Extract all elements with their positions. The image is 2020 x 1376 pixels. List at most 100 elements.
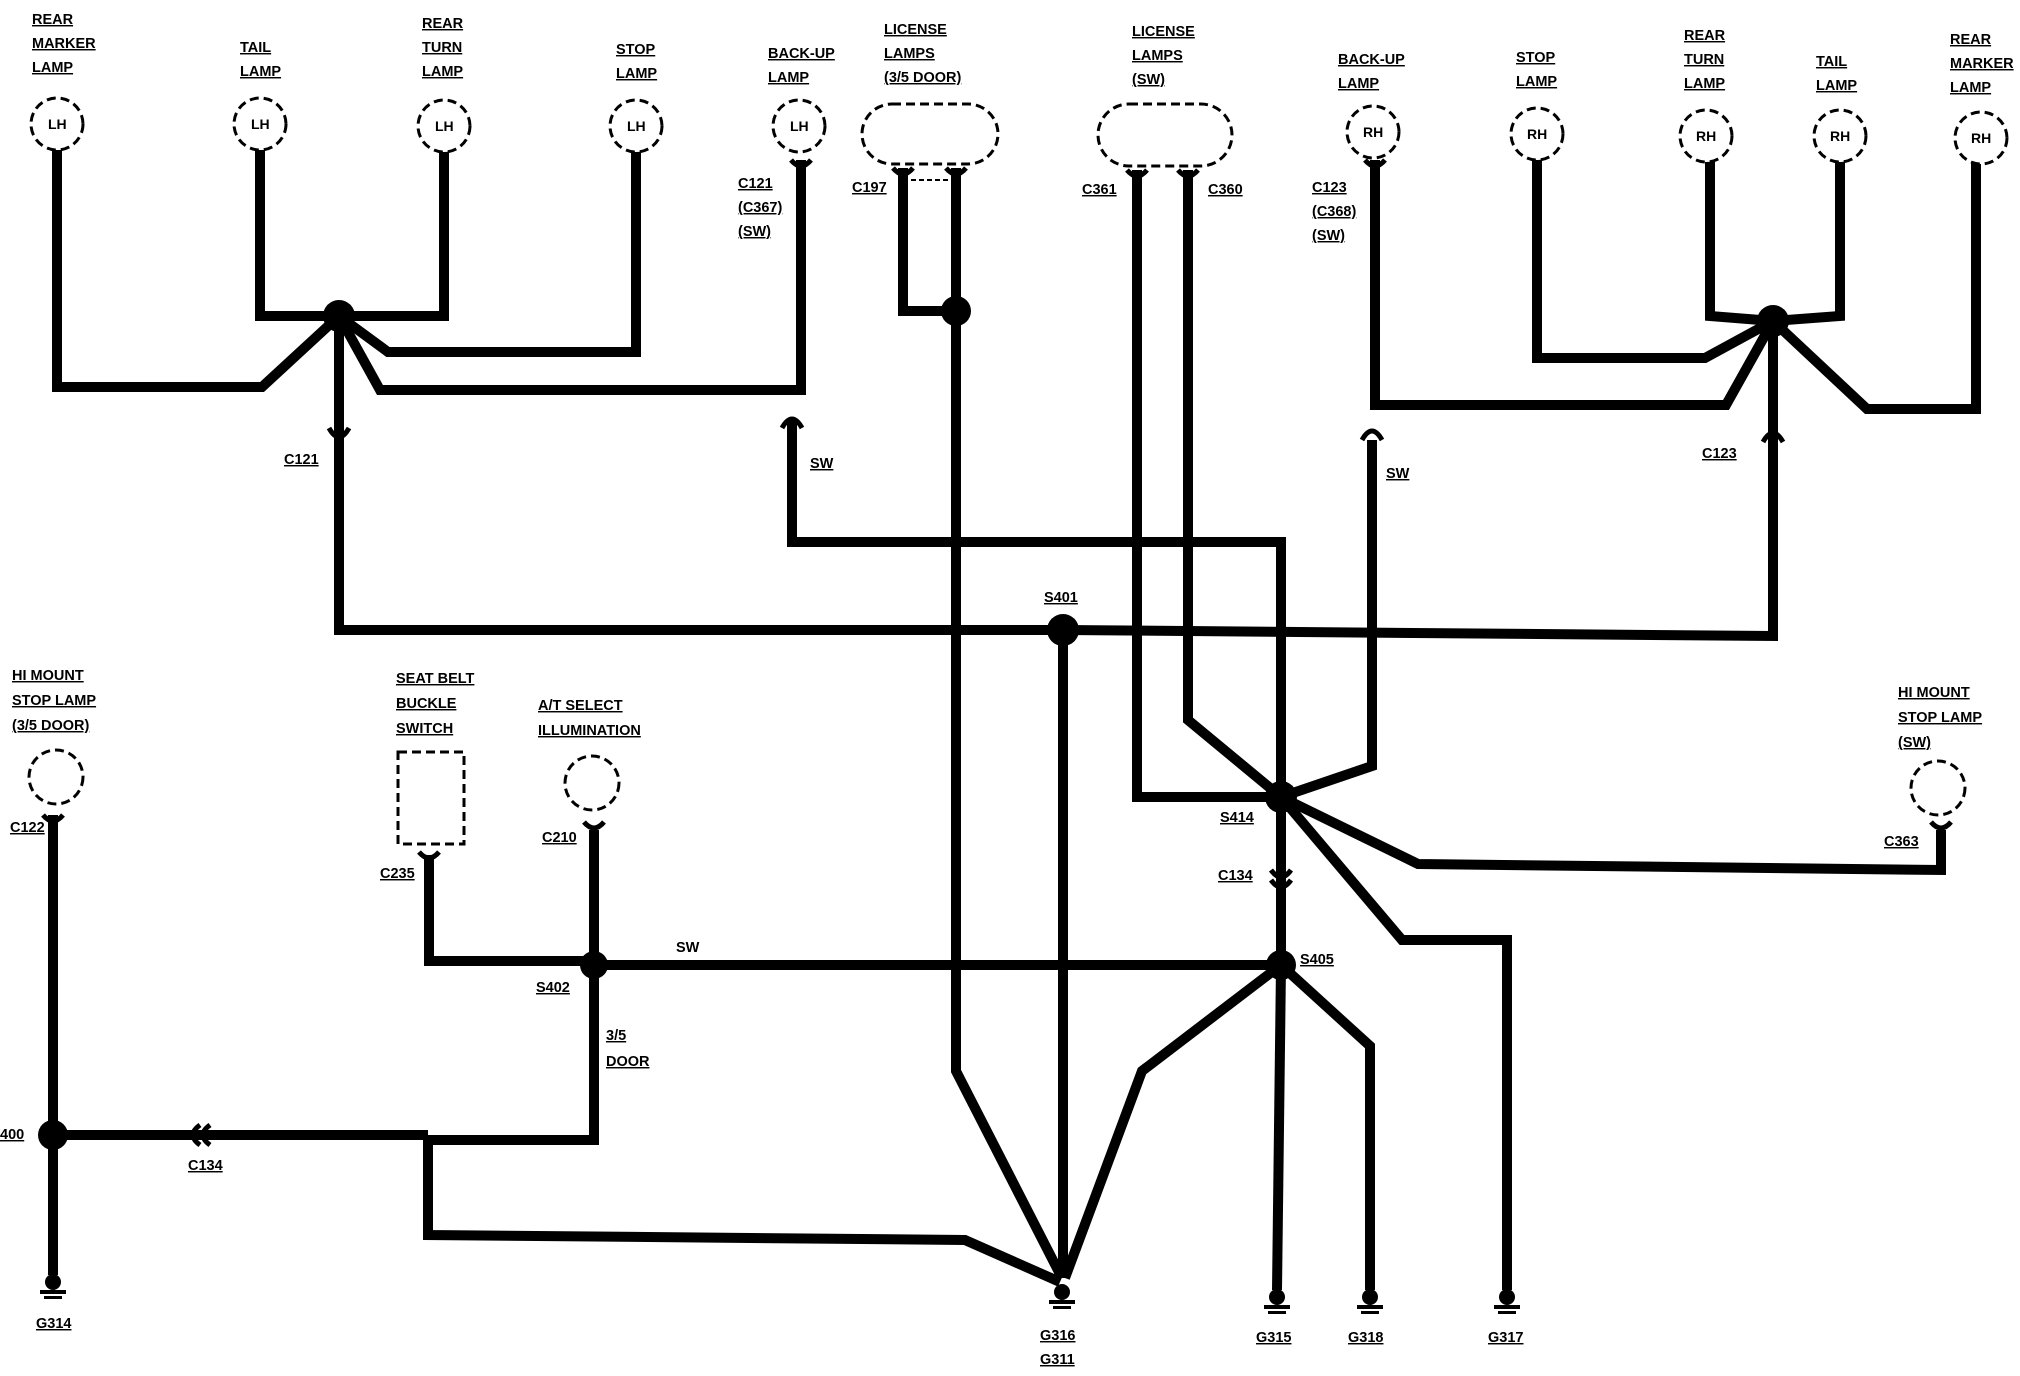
lamp-rear-turn-lh <box>416 98 472 154</box>
splice-right-cluster <box>1757 305 1789 337</box>
ground-g317-label: G317 <box>1488 1330 1523 1346</box>
wire-hi-mount-sw <box>1278 792 1946 876</box>
splice-license-35 <box>941 296 971 326</box>
lamp-backup-rh <box>1345 104 1401 160</box>
ground-labels: G314 G316 G311 G315 G318 G317 <box>36 1316 1523 1368</box>
wire-seat-belt <box>424 855 594 966</box>
connector-c235-label: C235 <box>380 866 415 882</box>
ground-g318-icon <box>1357 1289 1383 1314</box>
splice-s401-label: S401 <box>1044 590 1078 606</box>
wire-c121-to-s401 <box>334 316 1063 635</box>
wire-sw-backup-rh <box>1279 440 1377 802</box>
splice-left-cluster <box>323 300 355 332</box>
ground-g316-icon <box>1049 1284 1075 1309</box>
ground-g316-label: G316 <box>1040 1328 1075 1344</box>
connector-sw-right-mark <box>1359 428 1385 442</box>
lamp-backup-lh <box>771 98 827 154</box>
lamp-text-rh-1: RH <box>1363 124 1383 140</box>
connector-c123-mark <box>1760 430 1786 444</box>
connector-c122-label: C122 <box>10 820 45 836</box>
connector-c121-label: C121 <box>284 452 319 468</box>
splice-s400-label: 400 <box>0 1127 24 1143</box>
wire-stop-lh <box>336 150 641 357</box>
connector-c121-lh-mark <box>789 158 813 169</box>
connector-labels: C121(C367)(SW) C121 C197 C361 C360 C123(… <box>10 176 1919 1174</box>
splice-s400 <box>38 1120 68 1150</box>
connector-c134-mid-mark <box>1268 868 1294 890</box>
wire-rear-marker-rh <box>1769 150 1981 414</box>
grounds <box>40 1274 1520 1314</box>
wire-rear-marker-lh <box>52 150 343 392</box>
lamp-at-select <box>563 754 621 812</box>
connector-c235-mark <box>417 850 441 861</box>
connector-c197-label: C197 <box>852 180 887 196</box>
ground-g311-label: G311 <box>1040 1352 1075 1368</box>
connector-c210-mark <box>582 820 606 831</box>
splice-s401 <box>1047 614 1079 646</box>
note-sw-right: SW <box>1386 466 1410 482</box>
splice-s405-label: S405 <box>1300 952 1334 968</box>
lamp-tail-lh <box>232 96 288 152</box>
lamp-text-lh-4: LH <box>627 118 646 134</box>
wire-rear-turn-rh <box>1705 150 1774 326</box>
ground-g314-label: G314 <box>36 1316 71 1332</box>
connector-c363-mark <box>1929 820 1953 831</box>
wire-s414-g317 <box>1277 793 1512 1290</box>
connector-c121-mark <box>326 426 352 440</box>
connector-c360-label: C360 <box>1208 182 1243 198</box>
wire-s402-g316 <box>423 965 1063 1287</box>
connector-c197-mark <box>891 166 915 177</box>
splice-s414-label: S414 <box>1220 810 1254 826</box>
connector-marks <box>41 158 1953 1148</box>
connector-c363-label: C363 <box>1884 834 1919 850</box>
connector-c360-mark <box>1176 168 1200 179</box>
ground-g318-label: G318 <box>1348 1330 1383 1346</box>
connector-c123-label: C123 <box>1702 446 1737 462</box>
wire-sw-backup-lh <box>787 420 1286 797</box>
ground-g314-icon <box>40 1274 66 1299</box>
connector-c134-left-mark <box>190 1122 212 1148</box>
connector-c197b-mark <box>944 166 968 177</box>
wire-backup-rh <box>1370 160 1778 410</box>
wire-license-35-ground <box>951 311 1067 1281</box>
lamp-hi-mount-35 <box>27 748 85 806</box>
splice-dots <box>38 296 1789 1150</box>
lamp-text-rh-5: RH <box>1971 130 1991 146</box>
lamp-tail-rh <box>1812 108 1868 164</box>
wire-rear-turn-lh <box>339 150 449 321</box>
lamp-rear-marker-lh <box>29 96 85 152</box>
lamp-stop-lh <box>608 98 664 154</box>
ground-g315-icon <box>1264 1289 1290 1314</box>
lamp-text-lh-5: LH <box>790 118 809 134</box>
connector-c123-rh-mark <box>1363 158 1387 169</box>
lamp-stop-rh <box>1509 106 1565 162</box>
splice-labels: S401 S414 S405 S402 400 <box>0 590 1334 1143</box>
connector-c134-mid-label: C134 <box>1218 868 1253 884</box>
splice-s414 <box>1265 781 1297 813</box>
wire-backup-lh <box>334 160 806 395</box>
lamp-license-sw <box>1096 102 1234 168</box>
connector-c361-mark <box>1125 168 1149 179</box>
splice-s405 <box>1266 950 1296 980</box>
ground-g315-label: G315 <box>1256 1330 1291 1346</box>
wire-license-sw-b <box>1183 170 1285 801</box>
lamp-text-rh-3: RH <box>1696 128 1716 144</box>
lamp-rear-marker-rh <box>1953 110 2009 166</box>
wire-s405-g316 <box>1060 961 1285 1280</box>
